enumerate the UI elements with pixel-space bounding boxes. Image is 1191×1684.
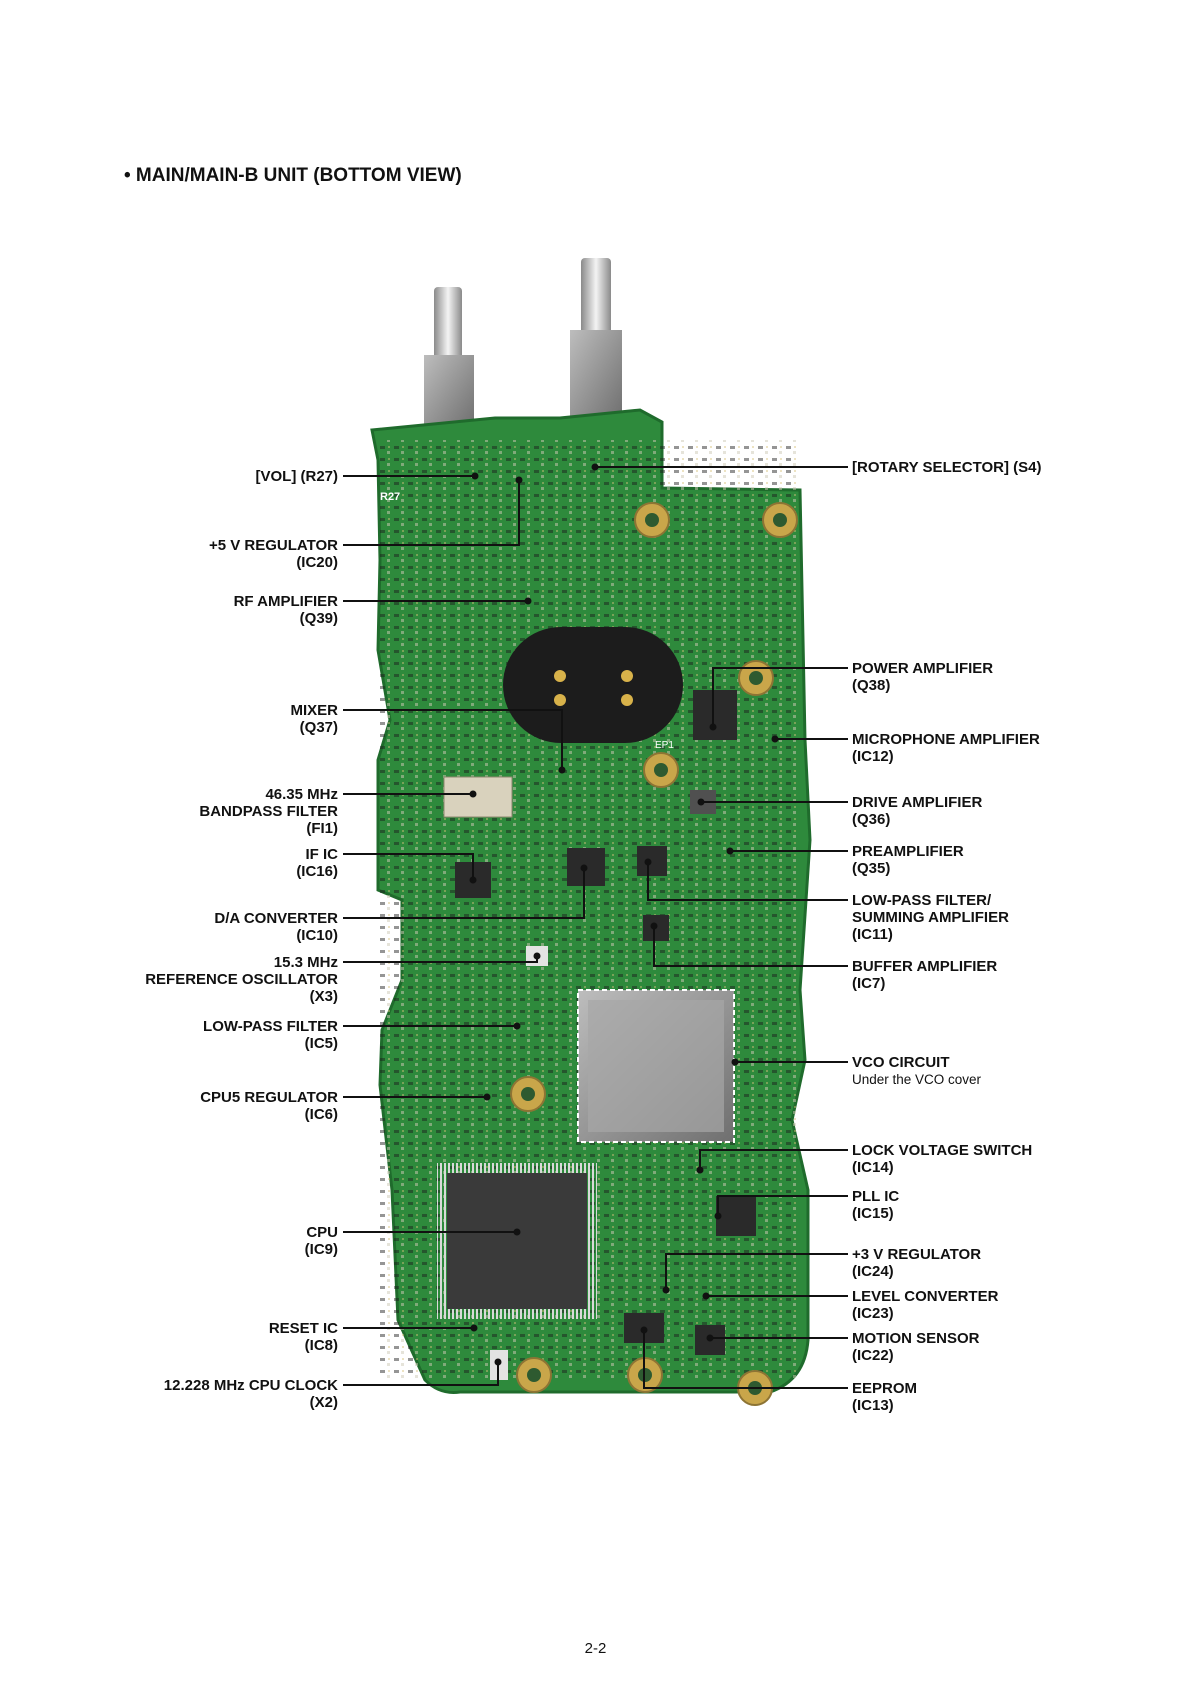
label-ic24: +3 V REGULATOR(IC24) (852, 1246, 981, 1280)
label-line: MICROPHONE AMPLIFIER (852, 731, 1040, 748)
label-line: MOTION SENSOR (852, 1330, 980, 1347)
label-line: (IC24) (852, 1263, 894, 1280)
label-line: (FI1) (306, 820, 338, 837)
label-line: EEPROM (852, 1380, 918, 1397)
label-line: 46.35 MHz (265, 786, 338, 803)
label-line: CPU5 REGULATOR (200, 1089, 338, 1106)
label-line: (IC23) (852, 1305, 894, 1322)
label-line: PREAMPLIFIER (852, 843, 964, 860)
label-line: BANDPASS FILTER (199, 803, 338, 820)
label-line: BUFFER AMPLIFIER (852, 958, 998, 975)
label-ic13: EEPROM(IC13) (852, 1380, 917, 1414)
label-line: (Q38) (852, 677, 891, 694)
label-line: LOW-PASS FILTER (203, 1018, 338, 1035)
label-line: IF IC (305, 846, 339, 863)
label-ic6: CPU5 REGULATOR(IC6) (38, 1089, 338, 1123)
label-line: (IC7) (852, 975, 886, 992)
label-line: (IC12) (852, 748, 894, 765)
cpu-chip (437, 1163, 597, 1319)
label-ic5: LOW-PASS FILTER(IC5) (38, 1018, 338, 1052)
label-ic14: LOCK VOLTAGE SWITCH(IC14) (852, 1142, 1032, 1176)
label-line: (IC9) (304, 1241, 338, 1258)
silkscreen-r27: R27 (380, 491, 400, 503)
label-line: (IC8) (304, 1337, 338, 1354)
label-ic23: LEVEL CONVERTER(IC23) (852, 1288, 998, 1322)
label-line: LOW-PASS FILTER/ (852, 892, 992, 909)
label-line: (IC10) (296, 927, 338, 944)
label-line: (X2) (309, 1394, 338, 1411)
label-line: CPU (306, 1224, 338, 1241)
label-line: (IC15) (852, 1205, 894, 1222)
label-line: [ROTARY SELECTOR] (S4) (852, 459, 1042, 476)
page-title: • MAIN/MAIN-B UNIT (BOTTOM VIEW) (124, 165, 462, 186)
silkscreen-ep: EP1 (655, 740, 674, 751)
label-line: SUMMING AMPLIFIER (852, 909, 1009, 926)
label-ic10: D/A CONVERTER(IC10) (38, 910, 338, 944)
label-line: (Q35) (852, 860, 891, 877)
label-x2: 12.228 MHz CPU CLOCK(X2) (38, 1377, 338, 1411)
label-ic16: IF IC(IC16) (38, 846, 338, 880)
label-line: (IC6) (304, 1106, 338, 1123)
label-line: PLL IC (852, 1188, 900, 1205)
label-line: DRIVE AMPLIFIER (852, 794, 983, 811)
label-line: (IC5) (304, 1035, 338, 1052)
label-line: LEVEL CONVERTER (852, 1288, 999, 1305)
label-ic11: LOW-PASS FILTER/SUMMING AMPLIFIER(IC11) (852, 892, 1009, 943)
label-line: (IC13) (852, 1397, 894, 1414)
label-line: (Q36) (852, 811, 891, 828)
label-line: (IC22) (852, 1347, 894, 1364)
label-ic9: CPU(IC9) (38, 1224, 338, 1258)
label-line: VCO CIRCUIT (852, 1054, 950, 1071)
label-q37: MIXER(Q37) (38, 702, 338, 736)
label-note: Under the VCO cover (852, 1072, 982, 1087)
label-ic20: +5 V REGULATOR(IC20) (38, 537, 338, 571)
label-q39: RF AMPLIFIER(Q39) (38, 593, 338, 627)
label-line: MIXER (290, 702, 338, 719)
label-ic8: RESET IC(IC8) (38, 1320, 338, 1354)
label-q35: PREAMPLIFIER(Q35) (852, 843, 964, 877)
bandpass-filter (443, 776, 513, 818)
label-line: (IC11) (852, 926, 893, 943)
label-line: (Q39) (299, 610, 338, 627)
label-q38: POWER AMPLIFIER(Q38) (852, 660, 993, 694)
label-line: 12.228 MHz CPU CLOCK (163, 1377, 338, 1394)
label-line: (IC16) (296, 863, 338, 880)
label-ic22: MOTION SENSOR(IC22) (852, 1330, 980, 1364)
label-line: POWER AMPLIFIER (852, 660, 994, 677)
connector (503, 627, 683, 743)
label-line: 15.3 MHz (273, 954, 338, 971)
label-line: LOCK VOLTAGE SWITCH (852, 1142, 1033, 1159)
label-line: (Q37) (299, 719, 338, 736)
leader-dots (469, 463, 779, 1366)
label-ic7: BUFFER AMPLIFIER(IC7) (852, 958, 997, 992)
label-line: RF AMPLIFIER (233, 593, 338, 610)
label-line: D/A CONVERTER (214, 910, 338, 927)
label-line: +5 V REGULATOR (208, 537, 338, 554)
label-ic12: MICROPHONE AMPLIFIER(IC12) (852, 731, 1040, 765)
label-line: (IC20) (296, 554, 338, 571)
label-line: +3 V REGULATOR (852, 1246, 982, 1263)
label-q36: DRIVE AMPLIFIER(Q36) (852, 794, 982, 828)
page-number: 2-2 (584, 1640, 607, 1657)
vco-cover (577, 989, 735, 1143)
label-line: [VOL] (R27) (255, 468, 339, 485)
label-line: RESET IC (268, 1320, 338, 1337)
label-s4: [ROTARY SELECTOR] (S4) (852, 459, 1041, 476)
label-vol: [VOL] (R27) (38, 468, 339, 485)
label-line: (IC14) (852, 1159, 894, 1176)
label-line: REFERENCE OSCILLATOR (145, 971, 338, 988)
label-line: (X3) (309, 988, 338, 1005)
leader-lines (343, 466, 848, 1389)
label-ic15: PLL IC(IC15) (852, 1188, 899, 1222)
